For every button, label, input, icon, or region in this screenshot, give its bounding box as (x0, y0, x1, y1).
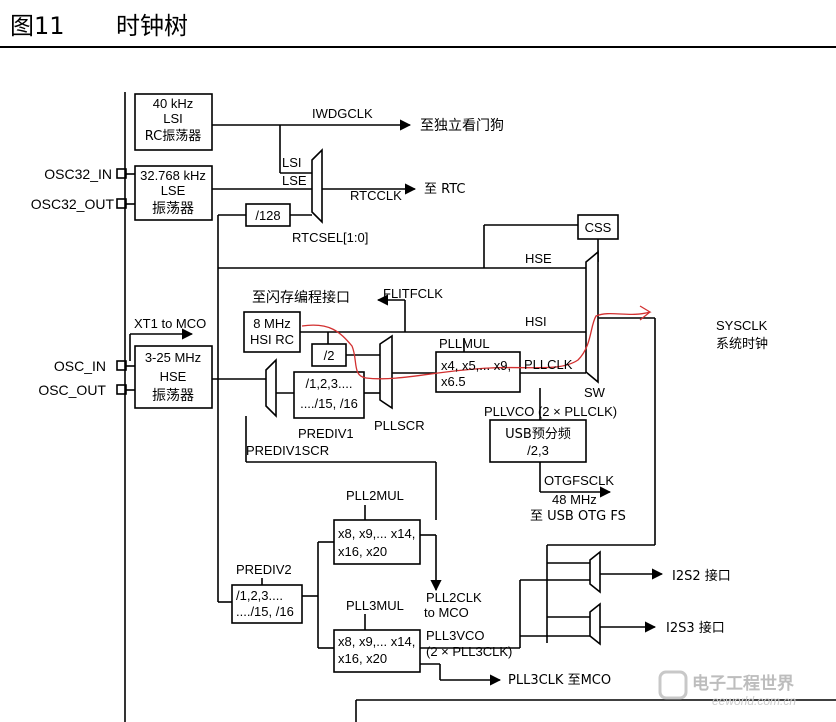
osc-out-label: OSC_OUT (38, 382, 106, 398)
rtcclk-label: RTCCLK (350, 188, 402, 203)
pllvco-label: PLLVCO (2 × PLLCLK) (484, 404, 617, 419)
otgfsclk-label: OTGFSCLK (544, 473, 614, 488)
pll2mul-label: PLL2MUL (346, 488, 404, 503)
usb-prescaler-block (489, 419, 587, 463)
lsi-input-label: LSI (282, 155, 302, 170)
pllclk-label: PLLCLK (524, 357, 573, 372)
pll2clk-label: PLL2CLK (426, 590, 482, 605)
pll2-line1: x8, x9,... x14, (338, 526, 415, 541)
osc-in-label: OSC_IN (54, 358, 106, 374)
red-annotation-path (301, 305, 652, 380)
iwdgclk-label: IWDGCLK (312, 106, 373, 121)
prediv2-block (231, 584, 303, 624)
lse-type: 振荡器 (152, 201, 194, 217)
pll3clk-mco-label: PLL3CLK 至MCO (508, 673, 611, 688)
hse-line-label: HSE (525, 251, 552, 266)
div128-text: /128 (255, 208, 280, 223)
48mhz-label: 48 MHz (552, 492, 597, 507)
usb-line2: /2,3 (527, 443, 549, 458)
lsi-freq: 40 kHz (153, 96, 193, 111)
prediv2-line1: /1,2,3.... (236, 588, 283, 603)
hsi-line-label: HSI (525, 314, 547, 329)
lse-name: LSE (161, 183, 186, 198)
i2s3-mux (589, 602, 601, 646)
sw-label: SW (584, 385, 606, 400)
pllmul-label: PLLMUL (439, 336, 490, 351)
prediv1-line2: ..../15, /16 (300, 396, 358, 411)
prediv1scr-label: PREDIV1SCR (246, 443, 329, 458)
prediv1-line1: /1,2,3.... (306, 376, 353, 391)
figure-title: 时钟树 (116, 12, 188, 40)
xt1-mco-label: XT1 to MCO (134, 316, 206, 331)
lsi-type: RC振荡器 (145, 129, 201, 144)
lse-osc-block (134, 165, 213, 221)
css-text: CSS (585, 220, 612, 235)
rtcsel-mux (311, 148, 323, 224)
to-usb-label: 至 USB OTG FS (530, 509, 626, 524)
watermark: 电子工程世界 eeworld.com.cn (658, 670, 796, 708)
prediv1-block (293, 371, 365, 419)
lsi-rc-block (134, 93, 213, 151)
flitfclk-label: FLITFCLK (383, 286, 443, 301)
lse-input-label: LSE (282, 173, 307, 188)
lsi-name: LSI (163, 111, 183, 126)
hse-name: HSE (160, 369, 187, 384)
pllscr-mux (379, 334, 393, 410)
pllmul-line2: x6.5 (441, 374, 466, 389)
sysclk-cn-label: 系统时钟 (716, 336, 768, 352)
prediv1scr-mux (265, 358, 277, 418)
pll2mul-block (333, 519, 421, 565)
pllmul-line1: x4, x5,... x9, (441, 358, 511, 373)
pll3mul-label: PLL3MUL (346, 598, 404, 613)
lse-freq: 32.768 kHz (140, 168, 206, 183)
watermark-cn: 电子工程世界 (692, 673, 794, 694)
to-flash-label: 至闪存编程接口 (252, 289, 350, 306)
pll2-line2: x16, x20 (338, 544, 387, 559)
hse-type: 振荡器 (152, 388, 194, 404)
header-rule (0, 46, 836, 48)
div128-block (245, 203, 291, 227)
pll3vco-label-2: (2 × PLL3CLK) (426, 644, 512, 659)
sw-mux (585, 250, 599, 384)
to-iwdg-label: 至独立看门狗 (420, 118, 504, 134)
pll3-line2: x16, x20 (338, 651, 387, 666)
div2-block (311, 343, 347, 367)
pll3vco-label-1: PLL3VCO (426, 628, 485, 643)
div2-text: /2 (324, 348, 335, 363)
css-block (577, 214, 619, 240)
pllscr-label: PLLSCR (374, 418, 425, 433)
usb-line1: USB预分频 (505, 427, 571, 442)
sysclk-label: SYSCLK (716, 318, 768, 333)
rtcsel-label: RTCSEL[1:0] (292, 230, 368, 245)
osc32-in-label: OSC32_IN (44, 166, 112, 182)
i2s2-label: I2S2 接口 (672, 568, 731, 584)
hsi-freq: 8 MHz (253, 316, 291, 331)
prediv2-label: PREDIV2 (236, 562, 292, 577)
figure-header: 图11 时钟树 (0, 0, 836, 46)
pll3mul-block (333, 629, 421, 673)
hsi-name: HSI RC (250, 332, 294, 347)
prediv1-label: PREDIV1 (298, 426, 354, 441)
watermark-en: eeworld.com.cn (712, 694, 796, 708)
hse-osc-block (134, 345, 213, 409)
i2s3-label: I2S3 接口 (666, 620, 725, 636)
to-mco-label: to MCO (424, 605, 469, 620)
watermark-logo-icon (658, 670, 688, 700)
pll3-line1: x8, x9,... x14, (338, 634, 415, 649)
to-rtc-label: 至 RTC (424, 182, 465, 197)
i2s2-mux (589, 550, 601, 594)
hse-freq: 3-25 MHz (145, 350, 201, 365)
hsi-rc-block (243, 311, 301, 353)
prediv2-line2: ..../15, /16 (236, 604, 294, 619)
osc32-out-label: OSC32_OUT (31, 196, 115, 212)
figure-number: 图11 (10, 12, 65, 40)
